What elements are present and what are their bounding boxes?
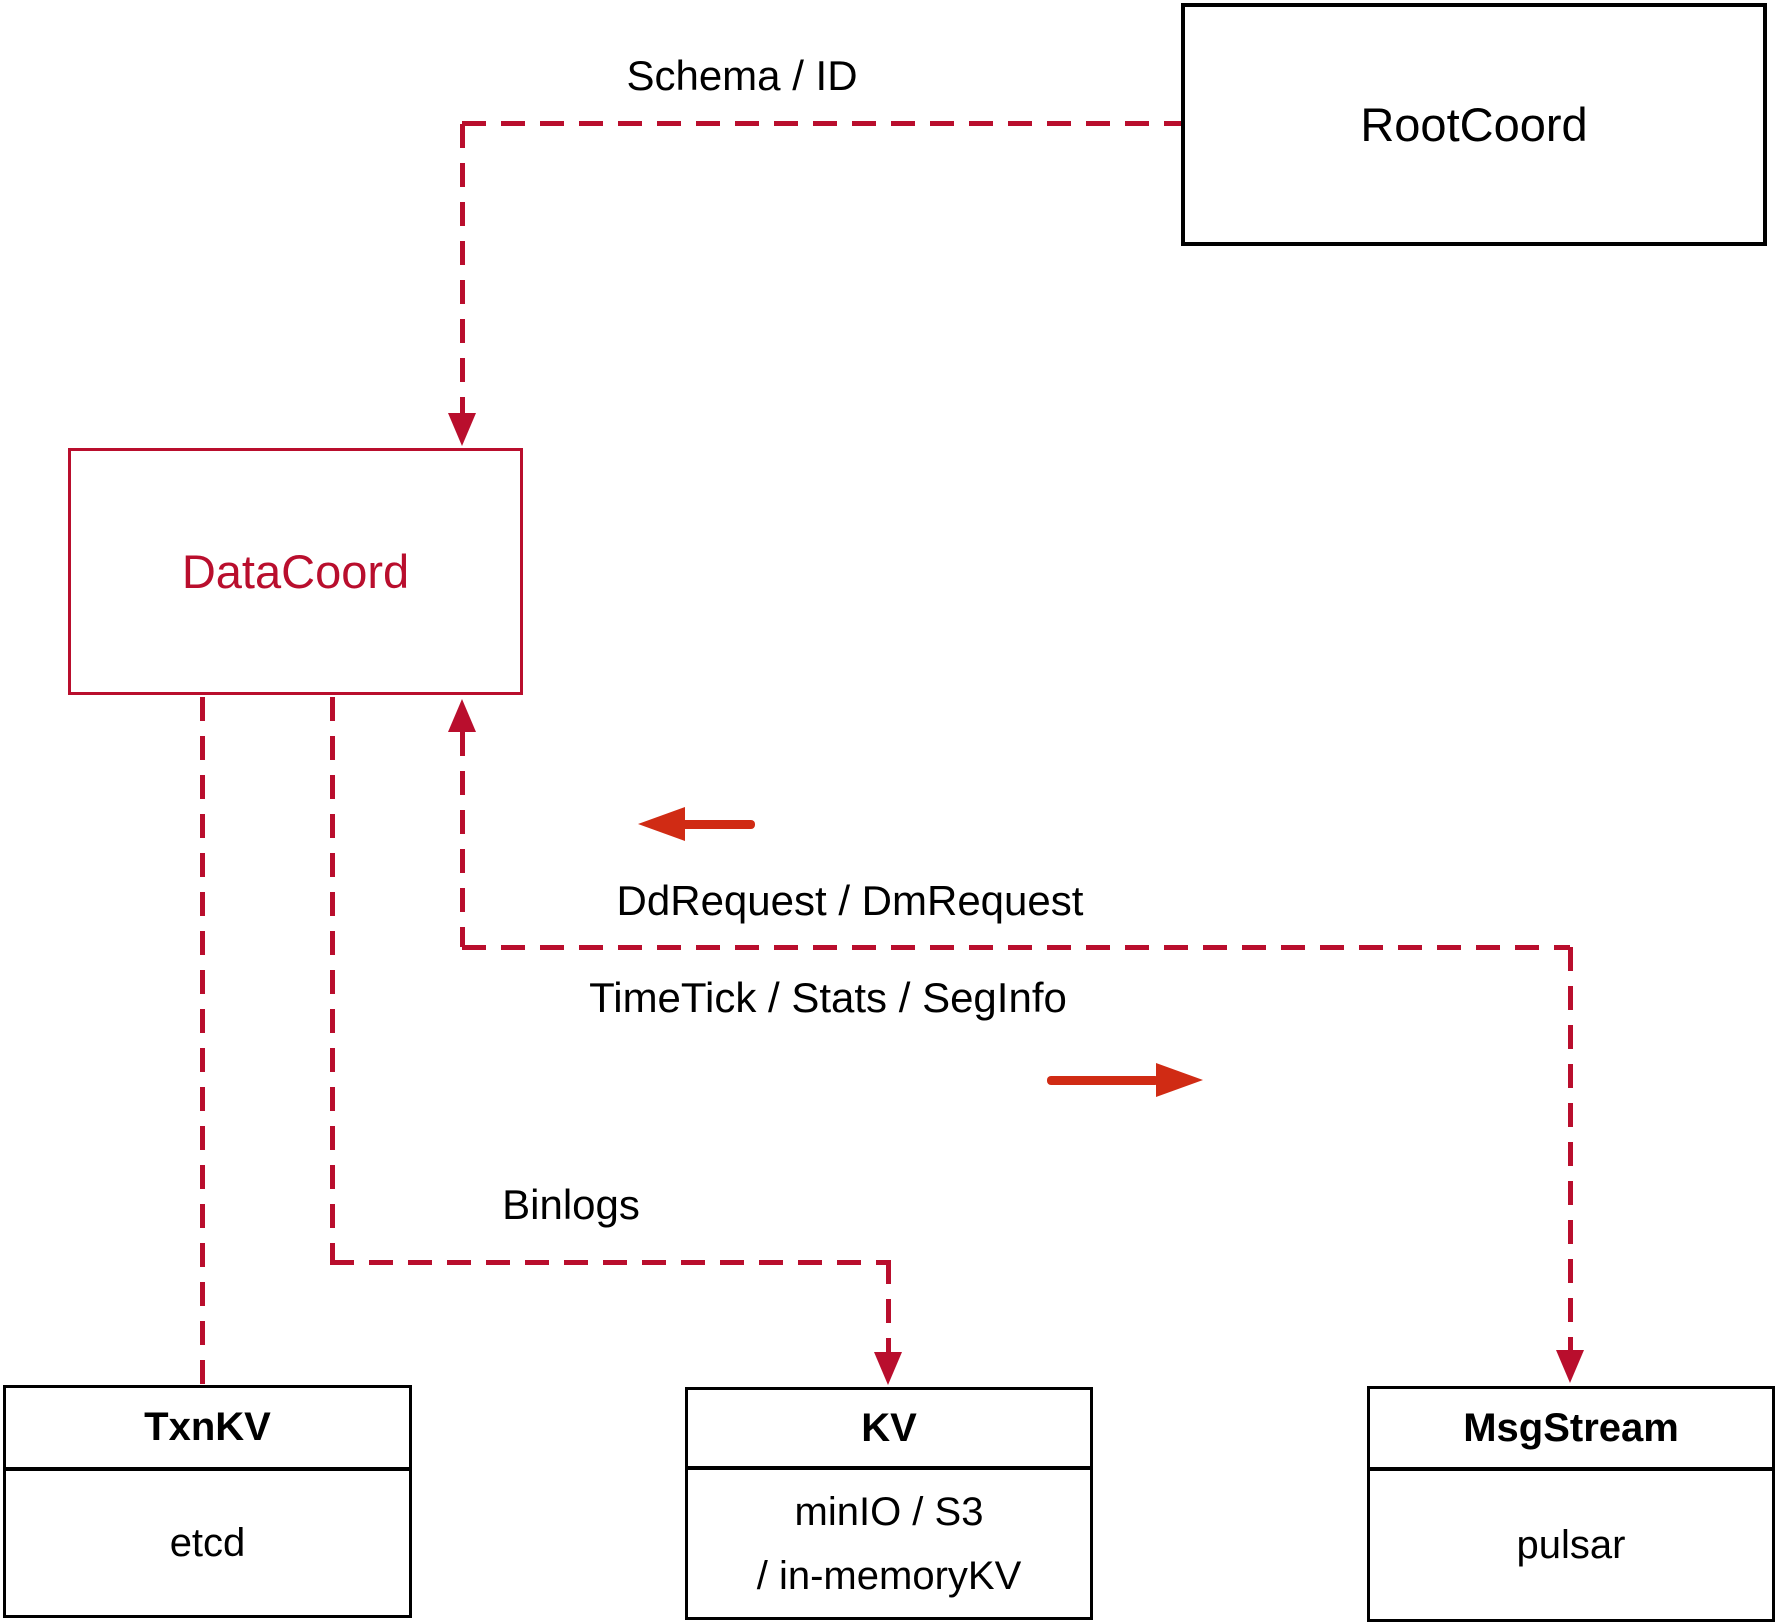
right-direction-arrow-icon [1156,1063,1203,1097]
node-txnkv-subtitle: etcd [169,1521,246,1565]
node-msgstream-body: pulsar [1370,1471,1772,1619]
node-msgstream-title: MsgStream [1463,1405,1679,1450]
node-kv-title: KV [861,1405,917,1450]
node-txnkv-body: etcd [6,1471,409,1615]
right-direction-arrow-shaft [1047,1076,1159,1085]
node-rootcoord-label: RootCoord [1360,98,1588,151]
node-kv-body: minIO / S3 / in-memoryKV [688,1470,1090,1617]
edge-ddrequest-vertical [460,732,465,947]
node-datacoord-label: DataCoord [181,545,410,598]
edge-ddrequest-arrowhead-icon [448,699,476,732]
node-txnkv-title: TxnKV [144,1405,271,1449]
edge-timetick-label: TimeTick / Stats / SegInfo [589,974,1067,1021]
edge-ddrequest-label: DdRequest / DmRequest [616,877,1084,924]
node-msgstream: MsgStream pulsar [1367,1386,1775,1622]
edge-binlogs-arrowhead-icon [874,1352,902,1385]
node-msgstream-header: MsgStream [1370,1389,1772,1471]
edge-schema-horizontal [462,121,1181,126]
left-direction-arrow-icon [638,807,685,841]
node-rootcoord: RootCoord [1181,3,1767,246]
edge-binlogs-vertical-2 [886,1260,891,1353]
node-kv: KV minIO / S3 / in-memoryKV [685,1387,1093,1620]
edge-schema-label: Schema / ID [626,52,858,99]
edge-bus-horizontal [462,945,1570,950]
edge-binlogs-vertical-1 [330,697,335,1262]
node-txnkv: TxnKV etcd [3,1385,412,1618]
edge-binlogs-label: Binlogs [502,1181,640,1228]
node-kv-header: KV [688,1390,1090,1470]
edge-schema-vertical [460,124,465,416]
edge-timetick-vertical [1568,947,1573,1351]
left-direction-arrow-shaft [680,820,755,829]
node-kv-subtitle-line2: / in-memoryKV [756,1553,1022,1598]
edge-txnkv-vertical [200,697,205,1385]
edge-binlogs-horizontal [330,1260,888,1265]
node-kv-subtitle-line1: minIO / S3 [794,1489,984,1534]
edge-schema-arrowhead-icon [448,413,476,446]
edge-timetick-arrowhead-icon [1556,1350,1584,1383]
node-txnkv-header: TxnKV [6,1388,409,1471]
node-msgstream-subtitle: pulsar [1516,1523,1626,1567]
node-datacoord: DataCoord [68,448,523,695]
